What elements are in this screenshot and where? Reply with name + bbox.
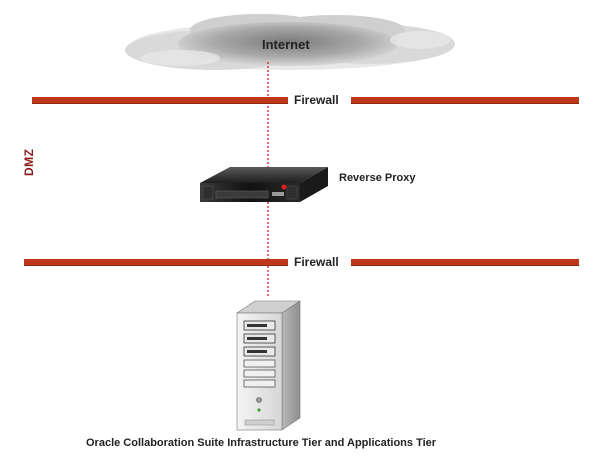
tower-server-icon [236, 300, 301, 431]
firewall-label-bottom: Firewall [294, 255, 339, 269]
cloud-icon [125, 14, 455, 70]
firewall-bar-left-2 [24, 259, 288, 265]
rack-server-icon [200, 167, 328, 202]
firewall-bar-right-2 [351, 259, 579, 265]
backend-tier-label: Oracle Collaboration Suite Infrastructur… [86, 437, 437, 449]
reverse-proxy-label: Reverse Proxy [339, 172, 416, 184]
dmz-zone-label: DMZ [22, 148, 36, 177]
firewall-label-top: Firewall [294, 93, 339, 107]
firewall-bar-left-1 [32, 97, 288, 103]
firewall-bar-right-1 [351, 97, 579, 103]
internet-label: Internet [262, 37, 310, 52]
